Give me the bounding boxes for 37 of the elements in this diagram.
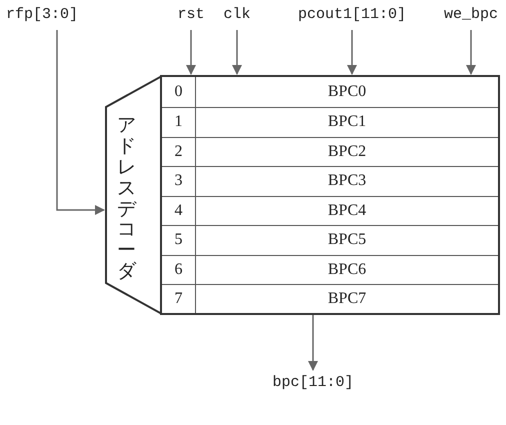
signal-label: rst xyxy=(178,6,204,23)
register-row xyxy=(162,225,498,254)
row-index: 4 xyxy=(162,196,196,225)
register-row xyxy=(162,136,498,166)
row-index: 5 xyxy=(162,226,196,254)
arrow xyxy=(232,30,242,75)
register-name: BPC0 xyxy=(326,82,368,102)
register-name: BPC3 xyxy=(326,171,368,192)
row-index: 3 xyxy=(162,167,196,196)
register-row xyxy=(162,254,498,284)
arrow xyxy=(308,315,318,371)
arrow xyxy=(347,30,357,75)
register-name: BPC4 xyxy=(326,200,368,221)
row-index: 1 xyxy=(162,108,196,136)
signal-label: pcout1[11:0] xyxy=(298,6,406,23)
arrow xyxy=(466,30,476,75)
row-index: 2 xyxy=(162,138,196,166)
register-row xyxy=(162,166,498,196)
signal-label: we_bpc xyxy=(444,6,498,23)
arrow xyxy=(56,30,105,215)
address-decoder xyxy=(105,75,162,315)
row-index: 7 xyxy=(162,285,196,313)
register-name: BPC5 xyxy=(326,230,368,250)
arrow xyxy=(186,30,196,75)
signal-label: bpc[11:0] xyxy=(272,374,354,391)
signal-label: rfp[3:0] xyxy=(6,6,78,23)
register-name: BPC7 xyxy=(326,289,368,310)
register-name: BPC2 xyxy=(326,142,368,162)
register-row xyxy=(162,284,498,313)
register-name: BPC6 xyxy=(326,260,368,280)
row-index: 6 xyxy=(162,256,196,284)
row-index: 0 xyxy=(162,77,196,107)
decoder-label: アドレスデコーダ xyxy=(117,115,136,282)
register-row xyxy=(162,196,498,225)
register-row xyxy=(162,107,498,136)
register-name: BPC1 xyxy=(326,112,368,132)
signal-label: clk xyxy=(224,6,250,23)
